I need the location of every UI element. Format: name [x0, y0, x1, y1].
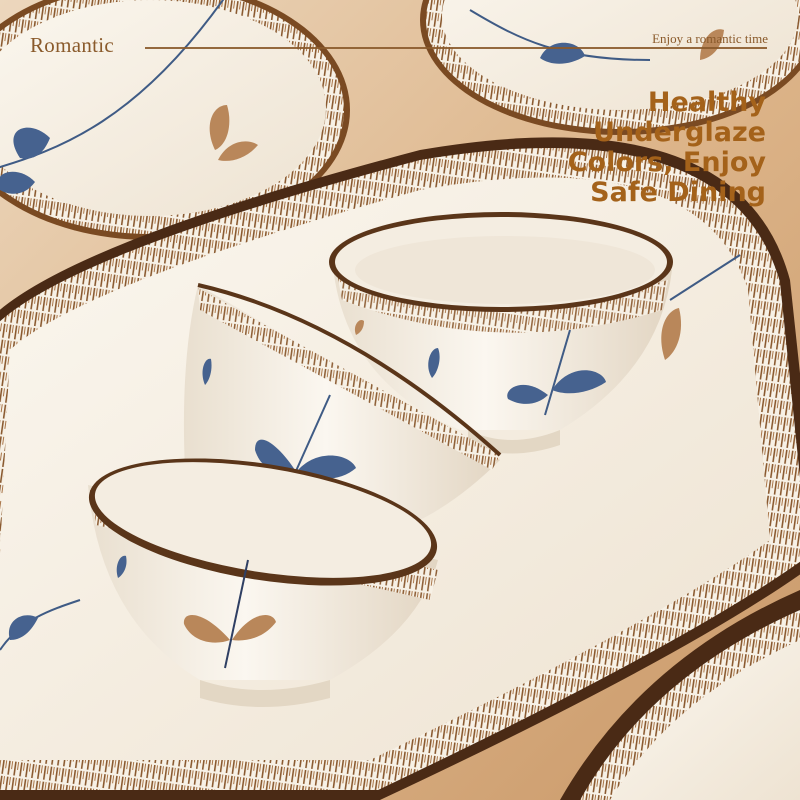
- bowl-front: [88, 458, 438, 707]
- header-divider: [145, 47, 767, 49]
- headline-line-2: Underglaze: [593, 117, 766, 148]
- tagline: Enjoy a romantic time: [652, 31, 768, 46]
- headline-line-3: Colors, Enjoy: [567, 147, 766, 178]
- headline-line-1: Healthy: [647, 87, 766, 118]
- bowl-back: [329, 212, 673, 454]
- bottom-right-plate: [560, 590, 800, 800]
- top-right-plate: [420, 0, 800, 135]
- top-left-plate: [0, 0, 350, 240]
- brand-name: Romantic: [30, 33, 115, 57]
- headline: Healthy Underglaze Colors, Enjoy Safe Di…: [568, 88, 766, 208]
- headline-line-4: Safe Dining: [590, 177, 766, 208]
